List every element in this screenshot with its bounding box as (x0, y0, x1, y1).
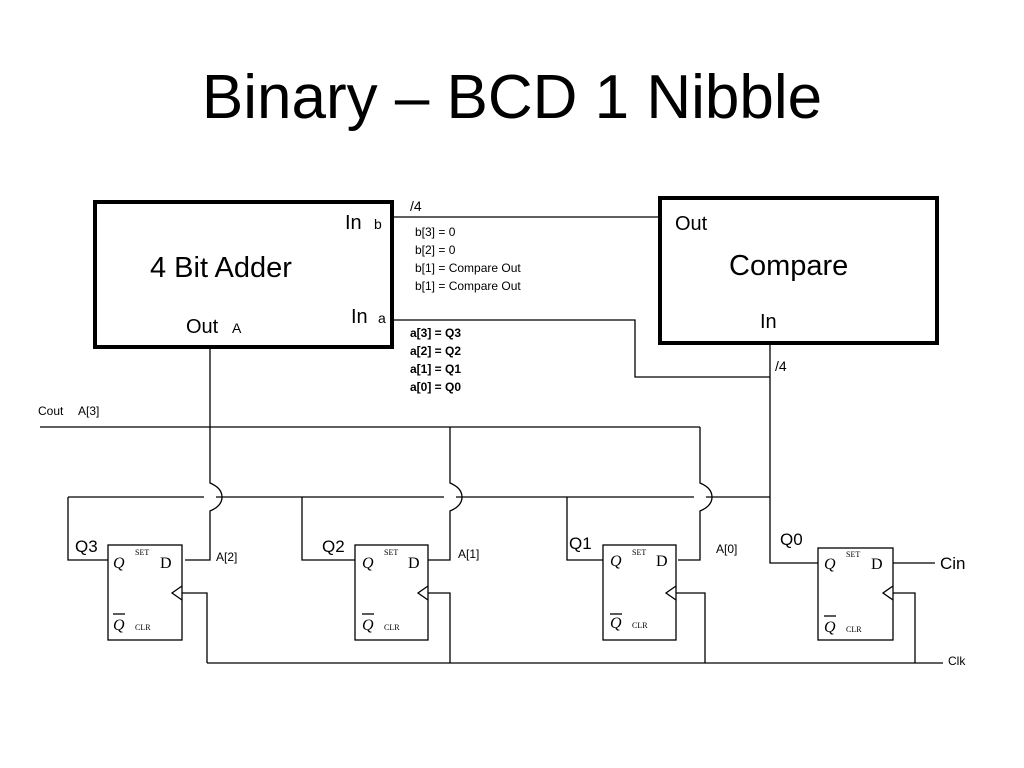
ff-output-name: Q2 (322, 537, 345, 556)
a-assignment: a[0] = Q0 (410, 380, 461, 394)
compare-box (658, 196, 939, 345)
cin-label: Cin (940, 554, 966, 573)
bus-wires: /4 /4 (392, 198, 787, 497)
b-assignment: b[1] = Compare Out (415, 261, 521, 275)
ff-q-pin: Q (610, 553, 622, 570)
clock-triangle (664, 585, 677, 601)
flipflop-q0: Q SET D Q CLR Q0 (780, 530, 894, 641)
adder-in-a-sub: a (378, 310, 386, 326)
ff-clr-pin: CLR (846, 625, 862, 634)
ff-clr-pin: CLR (384, 623, 400, 632)
compare-out-label: Out (675, 213, 708, 235)
adder-box (93, 200, 394, 349)
ff-set-pin: SET (135, 548, 149, 557)
ff-qbar-pin: Q (362, 617, 374, 634)
adder-in-b-sub: b (374, 216, 382, 232)
ff-output-name: Q0 (780, 530, 803, 549)
ff-qbar-pin: Q (610, 615, 622, 632)
flipflop-body (602, 544, 677, 641)
ff-output-name: Q1 (569, 534, 592, 553)
a1-wire (428, 427, 463, 561)
flipflop-body (107, 544, 183, 641)
flipflop-q3: Q SET D Q CLR Q3 (75, 537, 183, 641)
q3-feedback (67, 497, 110, 561)
ff-clr-pin: CLR (632, 621, 648, 630)
clock-triangle (881, 585, 894, 601)
clk-ff2 (428, 592, 451, 663)
ff-qbar-pin: Q (113, 617, 125, 634)
ff-clr-pin: CLR (135, 623, 151, 632)
flipflop-body (817, 547, 894, 641)
sum-wires: Cout A[3] A[2] A[1] A[0] Cin (38, 347, 966, 573)
a0-label: A[0] (716, 542, 737, 556)
a-assignment: a[1] = Q1 (410, 362, 461, 376)
b-assignment: b[2] = 0 (415, 243, 456, 257)
flipflop-q1: Q SET D Q CLR Q1 (569, 534, 677, 641)
q2-feedback (301, 497, 355, 561)
a3-label: A[3] (78, 404, 99, 418)
b-bus-width: /4 (410, 198, 422, 214)
a2-label: A[2] (216, 550, 237, 564)
a2-wire (185, 347, 223, 561)
compare-block: Compare Out In (658, 196, 939, 345)
compare-title: Compare (729, 250, 848, 282)
slide-title: Binary – BCD 1 Nibble (201, 63, 823, 132)
a-assignment: a[3] = Q3 (410, 326, 461, 340)
compare-in-label: In (760, 311, 777, 333)
b-assignment-list: b[3] = 0 b[2] = 0 b[1] = Compare Out b[1… (415, 225, 521, 293)
b-assignment: b[3] = 0 (415, 225, 456, 239)
a-bus-wire (392, 319, 770, 378)
a0-wire (678, 427, 713, 561)
a-assignment-list: a[3] = Q3 a[2] = Q2 a[1] = Q1 a[0] = Q0 (410, 326, 461, 394)
q0-feedback (769, 497, 818, 564)
clk-label: Clk (948, 654, 966, 668)
ff-set-pin: SET (384, 548, 398, 557)
ff-d-pin: D (408, 555, 420, 572)
ff-qbar-pin: Q (824, 619, 836, 636)
adder-in-b-label: In (345, 212, 362, 234)
ff-q-pin: Q (824, 556, 836, 573)
ff-q-pin: Q (362, 555, 374, 572)
ff-output-name: Q3 (75, 537, 98, 556)
flipflop-body (354, 544, 429, 641)
q1-feedback (566, 497, 603, 561)
clk-ff0 (893, 592, 916, 663)
ff-q-pin: Q (113, 555, 125, 572)
ff-set-pin: SET (632, 548, 646, 557)
clk-ff1 (676, 592, 706, 663)
adder-block: 4 Bit Adder In b In a Out A (93, 200, 394, 349)
adder-out-sub: A (232, 320, 242, 336)
adder-title: 4 Bit Adder (150, 252, 292, 284)
cout-label: Cout (38, 404, 64, 418)
clk-ff3 (182, 592, 208, 663)
clock-triangle (416, 585, 429, 601)
b-assignment: b[1] = Compare Out (415, 279, 521, 293)
ff-d-pin: D (160, 555, 172, 572)
a1-label: A[1] (458, 547, 479, 561)
ff-set-pin: SET (846, 550, 860, 559)
ff-d-pin: D (871, 556, 883, 573)
flipflop-q2: Q SET D Q CLR Q2 (322, 537, 429, 641)
clock-wires: Clk (182, 592, 966, 668)
a-assignment: a[2] = Q2 (410, 344, 461, 358)
clock-triangle (170, 585, 183, 601)
ff-d-pin: D (656, 553, 668, 570)
compare-bus-width: /4 (775, 358, 787, 374)
adder-in-a-label: In (351, 306, 368, 328)
adder-out-label: Out (186, 316, 219, 338)
